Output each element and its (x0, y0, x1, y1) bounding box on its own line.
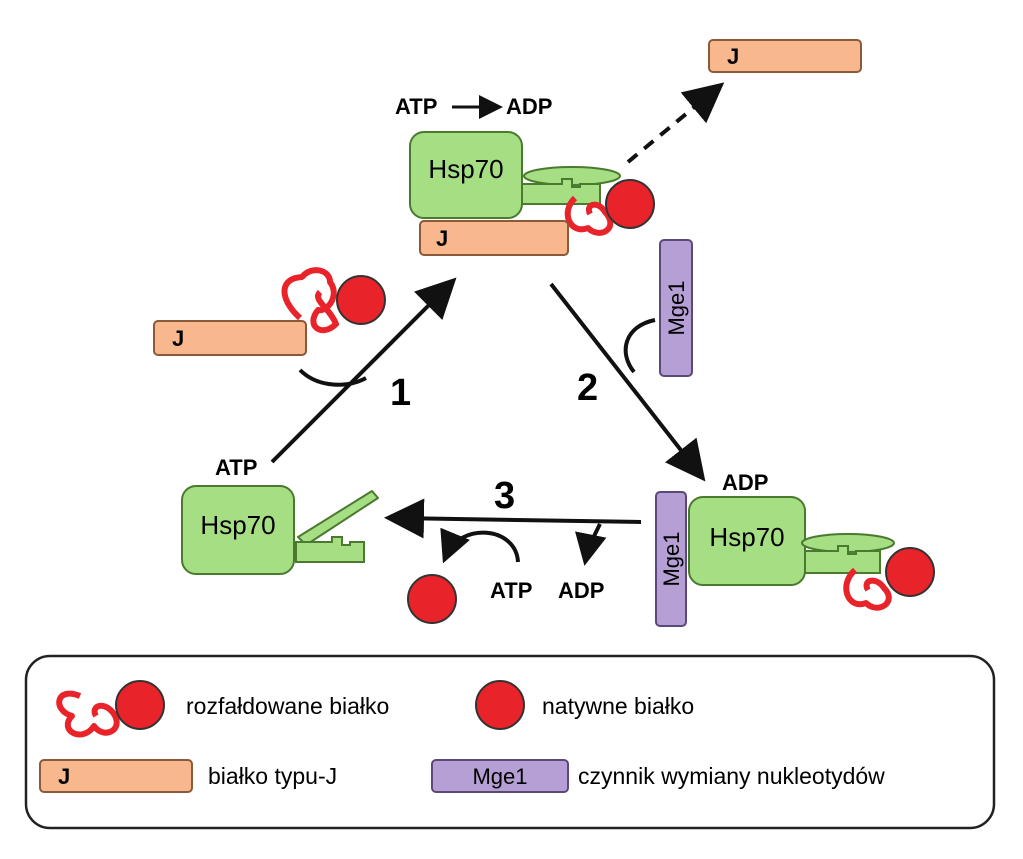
hsp70-top-sbd (521, 178, 601, 205)
legend-unfolded-globule (115, 680, 165, 730)
step-1-binding-curve (298, 368, 367, 387)
step-3-arrow (384, 498, 642, 539)
legend-native-text: natywne białko (542, 693, 694, 719)
legend-mge1-swatch-label: Mge1 (472, 764, 527, 789)
legend-j-swatch-label: J (58, 764, 70, 789)
right-adp-label: ADP (722, 470, 768, 495)
mge1-free (659, 239, 693, 377)
step-3-number: 3 (494, 475, 515, 517)
top-unfolded-chain (564, 195, 614, 236)
step-1-arrow (270, 277, 457, 464)
j-released-label: J (727, 44, 739, 69)
legend-mge1-swatch (431, 759, 569, 793)
top-atp-label: ATP (395, 94, 437, 119)
step-2-binding-curve (623, 318, 656, 374)
hsp70-right-sbd (804, 545, 881, 574)
step-3-atp-label: ATP (490, 578, 532, 603)
j-protein-released (708, 39, 862, 73)
legend-unfolded-chain (56, 690, 120, 738)
j-release-dashed-arrow (626, 82, 725, 164)
legend-j-text: białko typu-J (208, 763, 337, 789)
left-hsp70-open: Hsp70 (181, 485, 379, 575)
legend-box (24, 654, 996, 830)
mge1-bound-label: Mge1 (659, 531, 684, 586)
released-native-protein (407, 574, 457, 624)
step-1: 1 J ATP (153, 267, 457, 480)
adp-out-curve (575, 523, 607, 566)
step-2-arrow (549, 282, 706, 482)
legend-unfolded-text: rozfałdowane białko (186, 693, 389, 719)
step-2-number: 2 (577, 367, 598, 409)
hsp70-right-label: Hsp70 (709, 522, 784, 552)
bottom-right-complex: ADP Mge1 Hsp70 (655, 470, 935, 627)
mge1-free-label: Mge1 (664, 280, 689, 335)
legend-j-swatch (39, 759, 193, 793)
hsp70-left-label: Hsp70 (200, 510, 275, 540)
legend: rozfałdowane białko natywne białko J bia… (24, 654, 996, 830)
mge1-bound (655, 491, 687, 627)
left-atp-label: ATP (215, 455, 257, 480)
legend-native-icon (475, 680, 525, 730)
step-1-number: 1 (390, 372, 411, 414)
hsp70-top-label: Hsp70 (428, 154, 503, 184)
atp-in-native-out-curve (440, 527, 520, 564)
top-protein-globule (605, 179, 655, 229)
step-3: 3 ATP ADP (384, 475, 642, 624)
left-protein-globule (336, 275, 386, 325)
step-3-adp-label: ADP (558, 578, 604, 603)
hsp70-top (409, 131, 523, 219)
left-unfolded-chain (281, 267, 339, 333)
j-protein-left (153, 320, 307, 356)
j-protein-top (419, 220, 569, 256)
legend-nef-text: czynnik wymiany nukleotydów (578, 763, 885, 789)
top-complex: ATP ADP Hsp70 J J (395, 39, 862, 256)
right-unfolded-chain (843, 567, 892, 611)
j-left-label: J (172, 326, 184, 351)
top-adp-label: ADP (506, 94, 552, 119)
step-2: 2 Mge1 (549, 239, 706, 482)
hsp70-left (181, 485, 295, 575)
right-protein-globule (885, 547, 935, 597)
j-top-label: J (436, 226, 448, 251)
hsp70-left-sbd (295, 536, 365, 563)
